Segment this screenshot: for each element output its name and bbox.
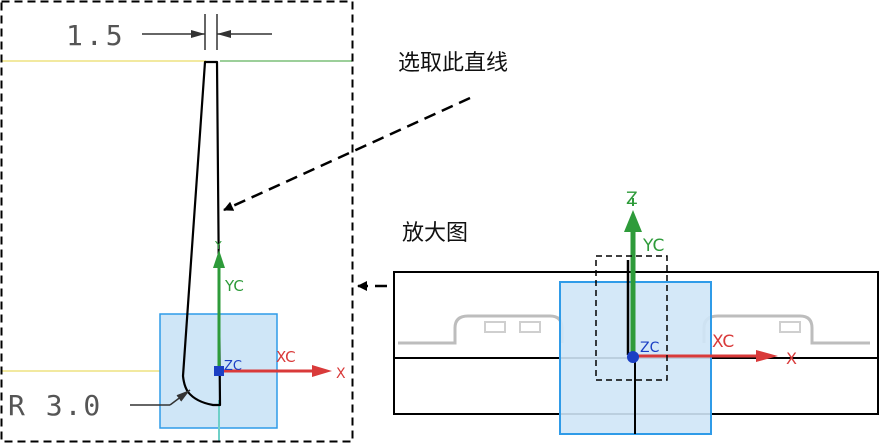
left-origin-marker (214, 366, 224, 376)
right-z-arrowhead (624, 210, 642, 232)
right-z-tip: Z (626, 189, 638, 209)
zoom-selection-box (595, 255, 668, 381)
right-origin-marker (627, 351, 639, 363)
left-x-arrowhead (312, 365, 332, 377)
enlarged-view-frame (0, 0, 354, 443)
left-origin-label: ZC (224, 359, 242, 374)
right-y-label: YC (642, 236, 664, 256)
callout-enlarged-view: 放大图 (402, 221, 468, 246)
left-grey-slot-1 (484, 321, 506, 333)
left-y-label: YC (224, 277, 244, 295)
callout-select-line: 选取此直线 (398, 51, 508, 76)
left-y-arrowhead (213, 250, 225, 268)
right-x-arrowhead (756, 350, 778, 362)
right-x-label: XC (712, 332, 734, 352)
radius-label: R 3.0 (8, 389, 102, 422)
right-x-tip: X (786, 349, 797, 368)
left-x-label: XC (276, 348, 296, 366)
overview-panel: Z YC XC X ZC (393, 189, 879, 435)
dimension-label: 1.5 (66, 19, 126, 52)
left-y-tip: Y (214, 239, 222, 252)
enlarged-view-panel: 1.5 R 3.0 Y YC XC X ZC (0, 0, 354, 443)
radius-leader-arrow (169, 389, 191, 406)
right-origin-label: ZC (640, 340, 660, 356)
right-grey-slot (779, 321, 801, 333)
left-x-tip: X (336, 366, 346, 382)
left-grey-slot-2 (519, 321, 541, 333)
select-line-arrow (223, 96, 471, 212)
